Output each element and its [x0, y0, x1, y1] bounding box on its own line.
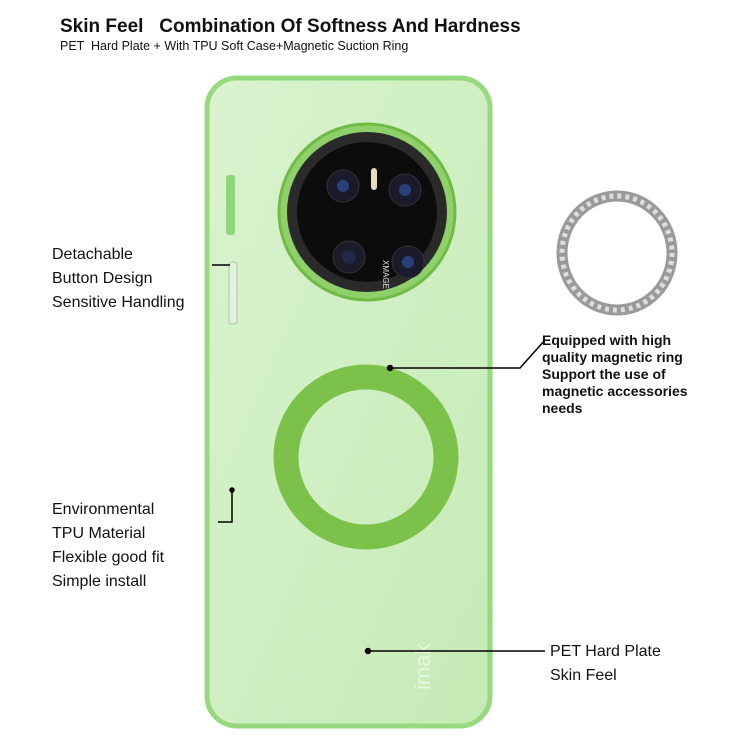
detachable-button: [228, 261, 238, 325]
callout-line: Skin Feel: [550, 667, 617, 684]
callout-line: Button Design: [52, 270, 153, 287]
page-title: Skin Feel Combination Of Softness And Ha…: [60, 16, 521, 37]
callout-line: PET Hard Plate: [550, 643, 661, 660]
camera-text: XMAGE: [381, 260, 390, 289]
magnetic-ring: [273, 364, 459, 550]
callout-line: TPU Material: [52, 525, 146, 542]
callout-line: Detachable: [52, 246, 133, 263]
page-subtitle: PET Hard Plate + With TPU Soft Case+Magn…: [60, 39, 409, 53]
brand-logo: imak: [410, 643, 435, 690]
silver-magnetic-ring: [556, 190, 678, 316]
callout-line: Environmental: [52, 501, 155, 518]
callout-line: Equipped with high: [542, 332, 672, 348]
callout-line: quality magnetic ring: [542, 349, 683, 365]
callout-lines: [212, 264, 546, 655]
callout-line: Flexible good fit: [52, 549, 165, 566]
callout-magnetic-ring: Equipped with high quality magnetic ring…: [542, 332, 688, 417]
callout-tpu-material: Environmental TPU Material Flexible good…: [52, 498, 164, 594]
callout-button-design: Detachable Button Design Sensitive Handl…: [52, 243, 185, 315]
camera-module: XMAGE: [277, 122, 457, 302]
callout-line: Sensitive Handling: [52, 294, 185, 311]
callout-line: magnetic accessories: [542, 383, 688, 399]
callout-pet-plate: PET Hard Plate Skin Feel: [550, 640, 661, 688]
callout-line: Simple install: [52, 573, 147, 590]
callout-line: Support the use of: [542, 366, 666, 382]
side-button: [226, 175, 235, 235]
callout-line: needs: [542, 400, 583, 416]
